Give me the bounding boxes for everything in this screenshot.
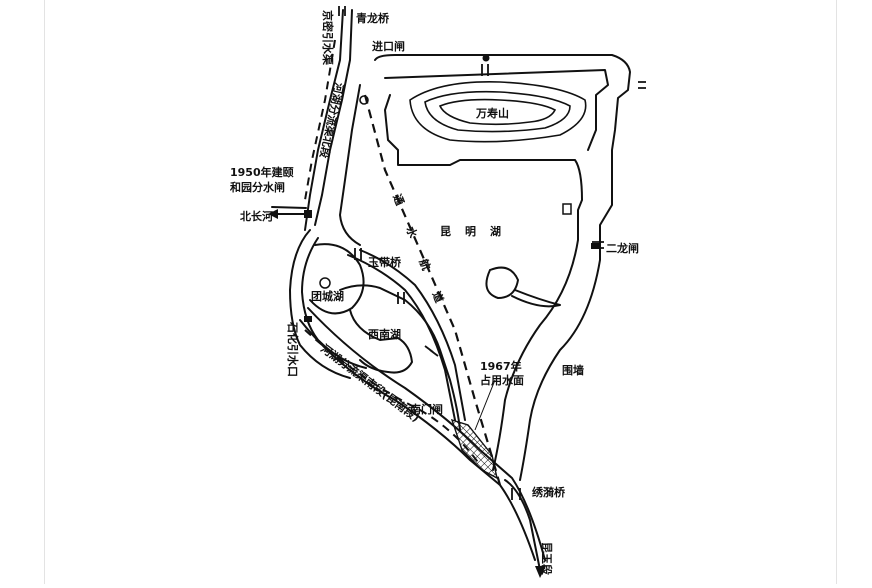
left-frame-line [44,0,45,584]
east-wall-gap [638,81,646,89]
label-qinglong: 青龙桥 [356,11,390,25]
label-kunminghu: 昆明湖 [440,224,515,238]
wanshoushan-contour-3 [438,98,557,126]
label-fenshuizha-1: 1950年建颐 [230,165,294,179]
label-erlongzha: 二龙闸 [606,241,639,255]
label-jinkouzha: 进口闸 [372,39,405,53]
tuancheng-lake [309,243,365,315]
north-wall-inner [384,69,609,151]
qinglong-dot [359,95,369,105]
label-wanshoushan: 万寿山 [475,106,509,120]
xiuyi-bridge-mark [511,488,521,500]
tuancheng-island [319,277,331,289]
hehu-north-channel-east [314,9,353,226]
island-causeway [511,289,561,308]
wanshoushan-contour-2 [424,90,571,133]
erlong-gate-box [591,243,601,249]
wanshoushan-contour-1 [409,81,587,143]
beichang-river-2 [271,206,307,209]
kunyu-arrow [535,566,546,578]
label-beichanghe: 北长河 [240,209,273,223]
entry-gate-mark [481,64,489,76]
label-shuimian-2: 占用水面 [480,373,524,387]
label-kunyu: 昆玉段 [540,542,554,575]
label-shihua: 石化引水口 [286,321,300,377]
nanmen-gate-mark [424,345,439,357]
south-channel-west [299,319,536,561]
label-shuimian-1: 1967年 [480,359,522,373]
label-xinanhu: 西南湖 [368,327,401,341]
hehu-north-channel-west [304,9,344,231]
label-xiuyiqiao: 绣漪桥 [531,485,566,499]
label-hehu-south: 河湖分流渠南段(昆南段) [318,341,422,424]
fenshui-gate-box [304,210,312,218]
label-jingmi: 京密引水渠 [321,10,335,66]
park-boundary-wall [374,54,631,481]
label-hehu-north: 河湖分流渠北段 [317,81,347,159]
entry-gate-dot [482,54,490,62]
kunming-lake-shoreline [384,94,583,471]
label-nanmenzha: 南门闸 [410,402,443,416]
tuancheng-west-loop [289,229,351,379]
east-wall-box [562,203,572,215]
label-fenshuizha-2: 和园分水闸 [230,180,285,194]
right-frame-line [836,0,837,584]
hehu-north-dashed [304,39,336,201]
beichang-arrow [268,209,278,219]
xiti-dike-east [359,249,466,421]
lake-island [485,266,519,299]
navigation-channel [363,94,502,486]
shihua-gate-box [304,316,312,322]
xinan-lake-shore [349,309,413,374]
label-tuanchenghu: 团城湖 [311,289,344,303]
label-weiqiang: 围墙 [562,363,584,377]
south-channel-east [307,307,546,561]
dike-bridge-mark-1 [397,292,405,304]
xiti-dike-west [347,254,456,421]
shuimian-leader [474,379,496,431]
north-inner-channel [339,84,361,246]
yudai-bridge-mark [354,248,362,260]
label-yudaiqiao: 玉带桥 [368,255,402,269]
qinglong-bridge-mark [338,6,346,16]
hehu-south-dashed [304,329,481,466]
occupied-water-area [450,418,499,480]
